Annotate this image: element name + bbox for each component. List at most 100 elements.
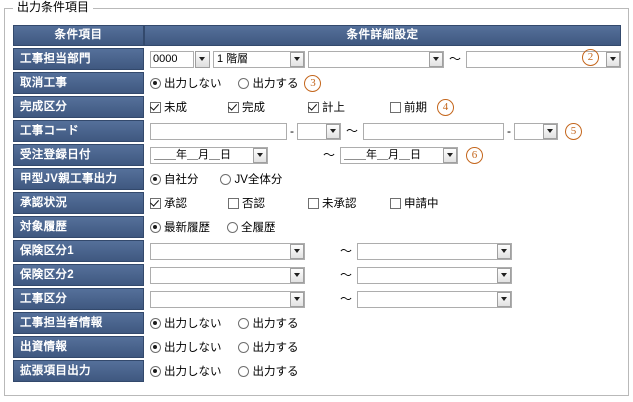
radio-icon[interactable] <box>149 341 161 353</box>
radio-icon[interactable] <box>149 365 161 377</box>
table-row: 完成区分 未成 完成 計上 <box>13 96 621 118</box>
insurance1-range-separator: ～ <box>339 243 352 258</box>
investment-info-option-label: 出力する <box>252 342 299 354</box>
work-code-from-sub-select[interactable] <box>296 122 341 140</box>
cancel-work-option-label: 出力する <box>252 78 299 90</box>
chevron-down-icon[interactable] <box>289 51 304 67</box>
table-row: 保険区分1 ～ <box>13 240 621 262</box>
row-value-dept: 0000 1 階層 ～ <box>144 48 621 70</box>
completion-checkbox-kansei[interactable]: 完成 <box>227 99 308 115</box>
order-date-to-select[interactable]: ＿＿年＿月＿日 <box>340 146 458 164</box>
completion-checkbox-keijou[interactable]: 計上 <box>307 99 390 115</box>
dept-range-separator: ～ <box>448 51 461 66</box>
investment-info-radio-no[interactable]: 出力しない <box>149 339 222 355</box>
chevron-down-icon[interactable] <box>606 51 620 67</box>
radio-icon[interactable] <box>149 173 161 185</box>
dept-code-input[interactable]: 0000 <box>149 50 194 68</box>
approval-option-label: 申請中 <box>403 198 439 210</box>
table-row: 取消工事 出力しない 出力する 3 <box>13 72 621 94</box>
table-row: 拡張項目出力 出力しない 出力する <box>13 360 621 382</box>
checkbox-icon[interactable] <box>307 197 319 209</box>
dept-code-dropdown-arrow-icon[interactable] <box>194 50 210 68</box>
order-date-from-select[interactable]: ＿＿年＿月＿日 <box>149 146 268 164</box>
chevron-down-icon[interactable] <box>443 147 457 163</box>
investment-info-option-label: 出力しない <box>163 342 222 354</box>
cancel-work-radio-yes[interactable]: 出力する <box>238 75 298 91</box>
completion-option-label: 未成 <box>163 102 187 114</box>
approval-option-label: 未承認 <box>321 198 357 210</box>
checkbox-icon[interactable] <box>389 101 401 113</box>
column-header-item: 条件項目 <box>13 25 144 46</box>
history-radio-all[interactable]: 全履歴 <box>226 219 275 235</box>
investment-info-radio-yes[interactable]: 出力する <box>238 339 298 355</box>
extended-items-radio-no[interactable]: 出力しない <box>149 363 221 379</box>
cancel-work-option-label: 出力しない <box>163 78 222 90</box>
checkbox-icon[interactable] <box>149 101 161 113</box>
insurance1-to-select[interactable] <box>357 242 512 260</box>
table-row: 工事区分 ～ <box>13 288 621 310</box>
chevron-down-icon[interactable] <box>289 243 304 259</box>
work-code-from-input[interactable] <box>149 122 287 140</box>
radio-icon[interactable] <box>149 221 161 233</box>
checkbox-icon[interactable] <box>227 197 239 209</box>
work-class-to-select[interactable] <box>357 290 512 308</box>
row-value-staff-info: 出力しない 出力する <box>144 312 621 334</box>
radio-icon[interactable] <box>238 317 250 329</box>
dept-code-combobox[interactable]: 0000 <box>149 50 210 68</box>
table-row: 工事コード - ～ - <box>13 120 621 142</box>
chevron-down-icon[interactable] <box>543 123 557 139</box>
staff-info-radio-yes[interactable]: 出力する <box>238 315 298 331</box>
chevron-down-icon[interactable] <box>428 51 443 67</box>
work-code-to-input[interactable] <box>363 122 504 140</box>
approval-checkbox-approved[interactable]: 承認 <box>149 195 228 211</box>
row-label-order-date: 受注登録日付 <box>13 144 144 166</box>
completion-checkbox-zenki[interactable]: 前期 <box>389 99 427 115</box>
chevron-down-icon[interactable] <box>497 267 511 283</box>
insurance2-range-separator: ～ <box>339 267 352 282</box>
dept-level-value: 1 階層 <box>216 52 249 65</box>
checkbox-icon[interactable] <box>307 101 319 113</box>
staff-info-radio-no[interactable]: 出力しない <box>149 315 221 331</box>
radio-icon[interactable] <box>238 77 250 89</box>
approval-checkbox-rejected[interactable]: 否認 <box>227 195 308 211</box>
row-label-completion: 完成区分 <box>13 96 144 118</box>
order-date-to-value: ＿＿年＿月＿日 <box>344 148 421 161</box>
radio-icon[interactable] <box>149 77 161 89</box>
insurance2-to-select[interactable] <box>357 266 512 284</box>
radio-icon[interactable] <box>238 365 250 377</box>
row-label-investment-info: 出資情報 <box>13 336 144 358</box>
radio-icon[interactable] <box>149 317 161 329</box>
work-code-to-sub-select[interactable] <box>514 122 558 140</box>
approval-checkbox-unapproved[interactable]: 未承認 <box>307 195 390 211</box>
extended-items-radio-yes[interactable]: 出力する <box>238 363 298 379</box>
row-value-investment-info: 出力しない 出力する <box>144 336 621 358</box>
jv-parent-radio-own[interactable]: 自社分 <box>149 171 198 187</box>
chevron-down-icon[interactable] <box>325 123 340 139</box>
chevron-down-icon[interactable] <box>497 243 511 259</box>
radio-icon[interactable] <box>226 221 238 233</box>
insurance1-from-select[interactable] <box>149 242 305 260</box>
extended-items-option-label: 出力する <box>252 366 299 378</box>
work-code-to-dash: - <box>507 123 511 138</box>
dept-level-select[interactable]: 1 階層 <box>212 50 305 68</box>
insurance2-from-select[interactable] <box>149 266 305 284</box>
radio-icon[interactable] <box>238 341 250 353</box>
table-row: 出資情報 出力しない 出力する <box>13 336 621 358</box>
work-class-from-select[interactable] <box>149 290 305 308</box>
row-label-history: 対象履歴 <box>13 216 144 238</box>
cancel-work-radio-no[interactable]: 出力しない <box>149 75 222 91</box>
chevron-down-icon[interactable] <box>289 291 304 307</box>
order-date-range-separator: ～ <box>322 147 335 162</box>
dept-from-select[interactable] <box>307 50 444 68</box>
approval-checkbox-applying[interactable]: 申請中 <box>389 195 439 211</box>
chevron-down-icon[interactable] <box>497 291 511 307</box>
radio-icon[interactable] <box>220 173 232 185</box>
checkbox-icon[interactable] <box>149 197 161 209</box>
history-radio-latest[interactable]: 最新履歴 <box>149 219 210 235</box>
checkbox-icon[interactable] <box>227 101 239 113</box>
checkbox-icon[interactable] <box>389 197 401 209</box>
completion-checkbox-misei[interactable]: 未成 <box>149 99 228 115</box>
chevron-down-icon[interactable] <box>289 267 304 283</box>
chevron-down-icon[interactable] <box>252 147 267 163</box>
jv-parent-radio-all[interactable]: JV全体分 <box>220 171 282 187</box>
